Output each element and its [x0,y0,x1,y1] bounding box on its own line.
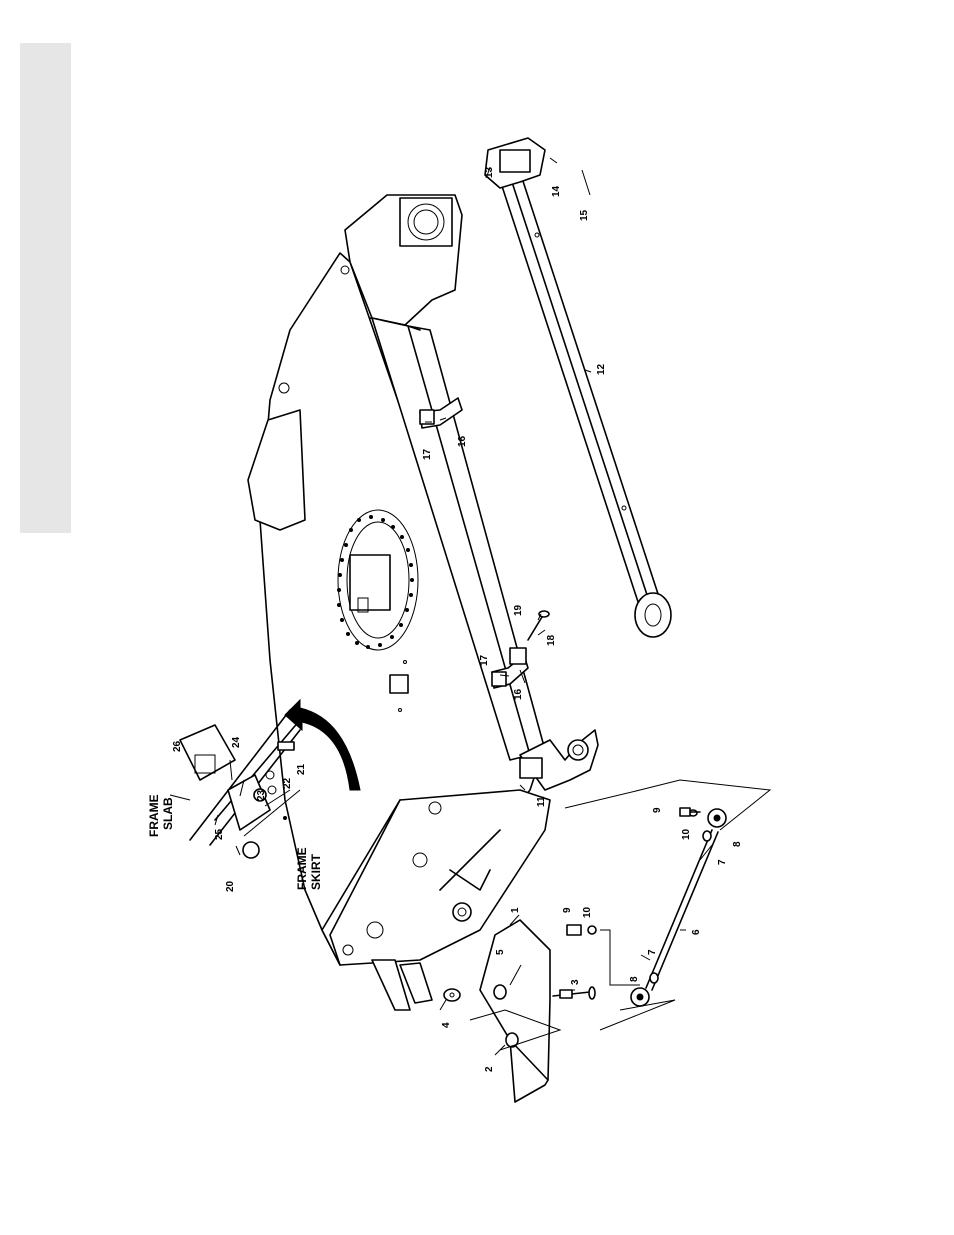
callout-18: 18 [546,634,557,646]
callout-20: 20 [225,880,236,892]
callout-21: 21 [296,763,307,775]
callout-25: 25 [214,828,225,840]
callout-7b: 7 [647,949,658,955]
callout-8a: 8 [732,841,743,847]
callout-24: 24 [231,736,242,748]
callout-2: 2 [484,1066,495,1072]
callout-13: 13 [484,166,495,178]
callout-11: 11 [536,796,547,807]
callout-10b: 10 [582,906,593,918]
callout-15: 15 [579,209,590,221]
callout-16a: 16 [457,435,468,447]
callout-14: 14 [551,185,562,197]
callout-26: 26 [172,740,183,752]
callout-22: 22 [282,777,293,789]
callout-1: 1 [510,907,521,913]
frame-slab-label-2: SLAB [161,797,175,830]
callout-17a: 17 [422,448,433,460]
callout-6: 6 [691,929,702,935]
callout-16b: 16 [513,688,524,700]
callout-9a: 9 [652,807,663,813]
callout-9b: 9 [562,907,573,913]
callout-10a: 10 [681,828,692,840]
frame-skirt-label-1: FRAME [295,847,309,890]
frame-slab-label-1: FRAME [147,794,161,837]
callout-4: 4 [441,1022,452,1028]
callout-3: 3 [570,979,581,985]
frame-skirt-label-2: SKIRT [309,853,323,890]
callout-12: 12 [596,363,607,375]
callout-19: 19 [513,604,524,616]
callout-7a: 7 [717,859,728,865]
callout-17b: 17 [479,654,490,666]
steering-arm [444,920,640,1102]
callout-8b: 8 [629,976,640,982]
drawbar-tube [485,138,671,637]
callout-5: 5 [495,949,506,955]
callout-23: 23 [256,789,267,801]
